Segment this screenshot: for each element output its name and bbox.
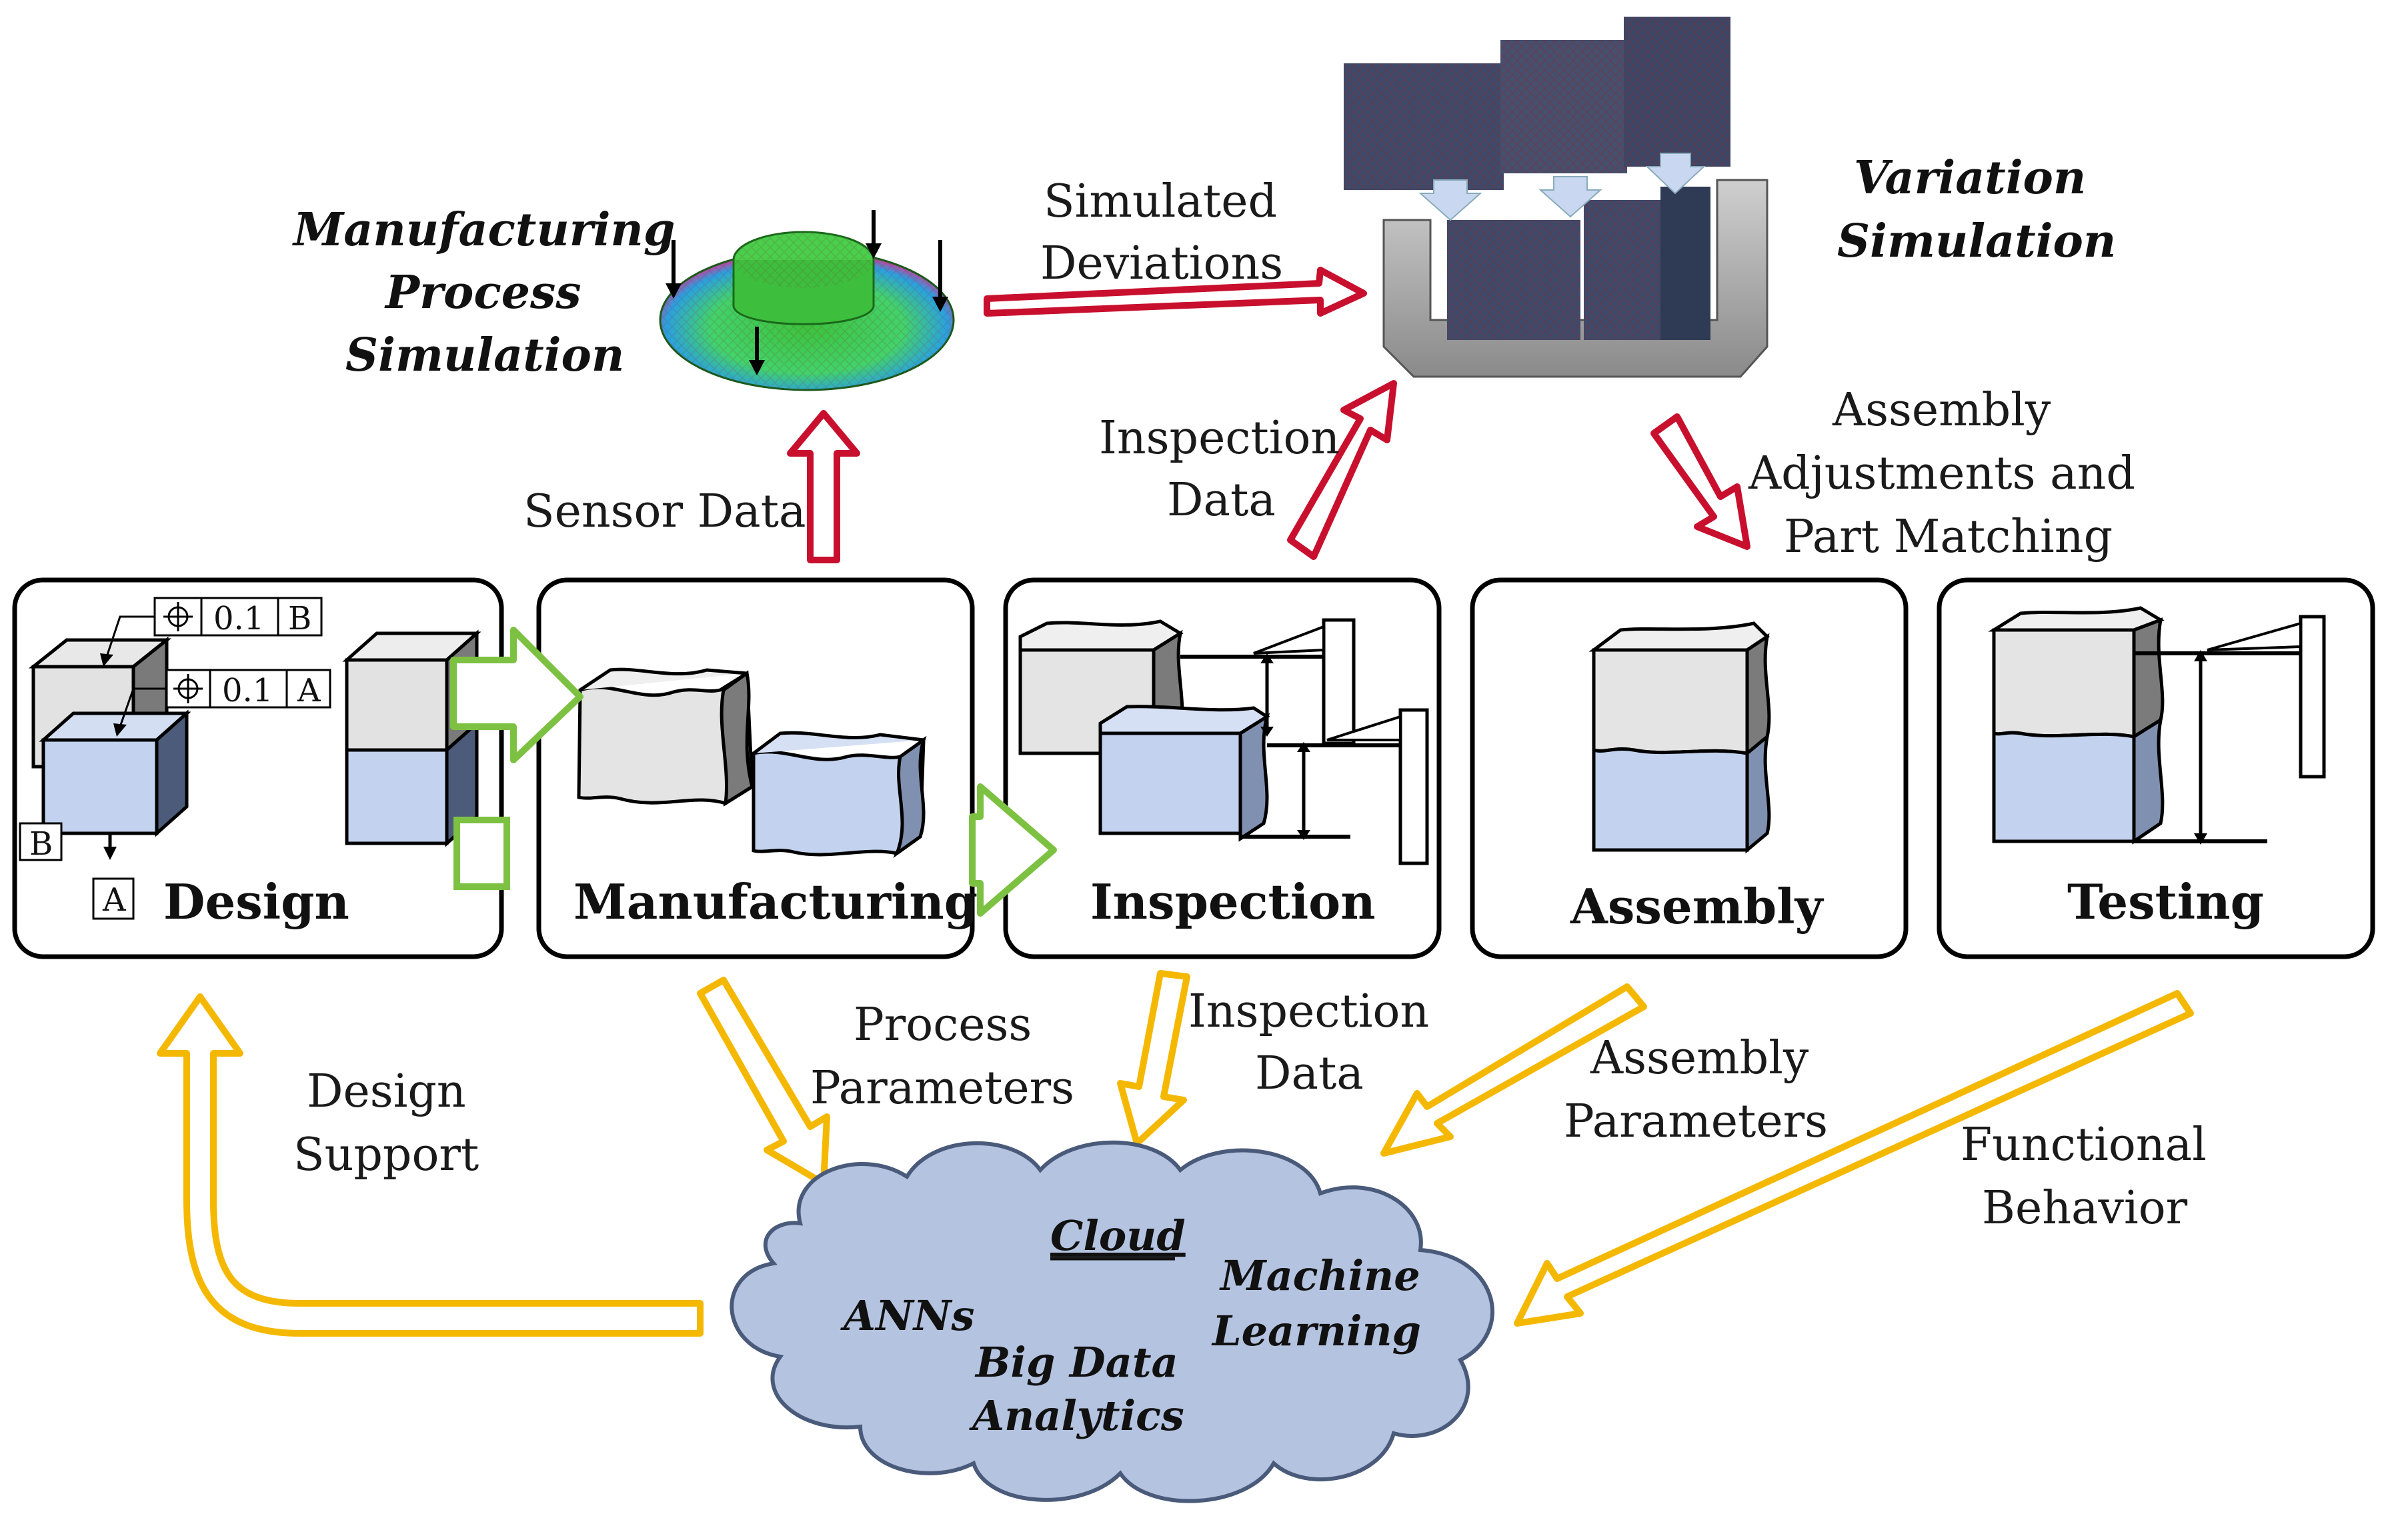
stage-label-design: Design xyxy=(163,873,349,930)
datum-b-box xyxy=(19,822,63,861)
gdt-datum-ref-1: B xyxy=(288,600,311,637)
datum-a-box xyxy=(92,877,135,920)
inspection-illustration: Inspection xyxy=(1018,618,1429,930)
label-design-support-1: Design xyxy=(307,1065,466,1118)
cloud-machine-learning-1: Machine xyxy=(1219,1251,1420,1300)
design-illustration: 0.1 B 0.1 A A B Design xyxy=(19,597,481,930)
red-arrow-inspection-to-variation xyxy=(1287,380,1397,560)
label-inspection-data-bottom-1: Inspection xyxy=(1188,985,1429,1038)
label-assembly-adjustments-3: Part Matching xyxy=(1784,511,2113,563)
yellow-arrow-functional-behavior xyxy=(1514,990,2194,1327)
yellow-arrow-design-support xyxy=(157,993,704,1337)
datum-a-label: A xyxy=(102,881,127,919)
manufacturing-sim-title-1: Manufacturing xyxy=(292,203,675,257)
label-assembly-parameters-1: Assembly xyxy=(1590,1032,1809,1085)
label-inspection-data-top-1: Inspection xyxy=(1099,412,1340,465)
gdt-frame-2: 0.1 A xyxy=(113,669,331,737)
red-arrow-manufacturing-to-sim xyxy=(787,410,860,563)
stage-label-testing: Testing xyxy=(2067,873,2264,930)
cloud-anns: ANNs xyxy=(840,1291,974,1340)
gdt-tolerance-2: 0.1 xyxy=(222,672,273,709)
stage-label-manufacturing: Manufacturing xyxy=(573,873,978,930)
label-inspection-data-top-2: Data xyxy=(1167,474,1276,527)
variation-sim-title-1: Variation xyxy=(1854,151,2086,205)
manufacturing-sim-title-3: Simulation xyxy=(345,329,624,382)
red-arrow-simulated-deviations xyxy=(984,267,1367,317)
cloud-machine-learning-2: Learning xyxy=(1211,1307,1421,1355)
cloud-big-data-1: Big Data xyxy=(974,1338,1178,1387)
label-sensor-data: Sensor Data xyxy=(523,485,806,538)
label-design-support-2: Support xyxy=(293,1129,479,1181)
stage-label-inspection: Inspection xyxy=(1090,873,1376,930)
green-arrow-design-manufacturing xyxy=(450,627,583,763)
gdt-datum-ref-2: A xyxy=(297,672,321,709)
label-functional-behavior-1: Functional xyxy=(1961,1119,2207,1171)
label-assembly-adjustments-2: Adjustments and xyxy=(1748,447,2135,500)
variation-sim-render xyxy=(1344,17,1768,378)
label-process-parameters-1: Process xyxy=(854,999,1032,1051)
yellow-arrow-process-parameters xyxy=(697,977,830,1187)
testing-illustration: Testing xyxy=(1988,606,2326,930)
green-arrow-design-inspection xyxy=(453,783,1057,917)
cloud-big-data-2: Analytics xyxy=(969,1391,1184,1440)
datum-b-label: B xyxy=(29,825,53,863)
label-inspection-data-bottom-2: Data xyxy=(1255,1047,1364,1100)
cloud-shape xyxy=(730,1140,1494,1503)
cloud-title: Cloud xyxy=(1050,1211,1186,1260)
gdt-frame-1: 0.1 B xyxy=(100,597,323,667)
gdt-tolerance-1: 0.1 xyxy=(213,600,264,637)
label-assembly-adjustments-1: Assembly xyxy=(1832,384,2051,437)
yellow-arrow-assembly-parameters xyxy=(1380,983,1647,1157)
stage-label-assembly: Assembly xyxy=(1570,878,1825,935)
yellow-arrow-inspection-data xyxy=(1117,970,1190,1147)
label-simulated-deviations-2: Deviations xyxy=(1040,237,1283,290)
label-functional-behavior-2: Behavior xyxy=(1982,1182,2188,1235)
label-process-parameters-2: Parameters xyxy=(810,1062,1074,1115)
manufacturing-illustration: Manufacturing xyxy=(573,667,978,930)
variation-sim-title-2: Simulation xyxy=(1837,215,2116,268)
label-simulated-deviations-1: Simulated xyxy=(1044,175,1277,228)
assembly-illustration: Assembly xyxy=(1570,621,1825,935)
manufacturing-sim-disc xyxy=(659,210,955,391)
label-assembly-parameters-2: Parameters xyxy=(1564,1095,1828,1148)
manufacturing-sim-title-2: Process xyxy=(384,266,581,319)
red-arrow-variation-to-assembly xyxy=(1650,413,1750,550)
